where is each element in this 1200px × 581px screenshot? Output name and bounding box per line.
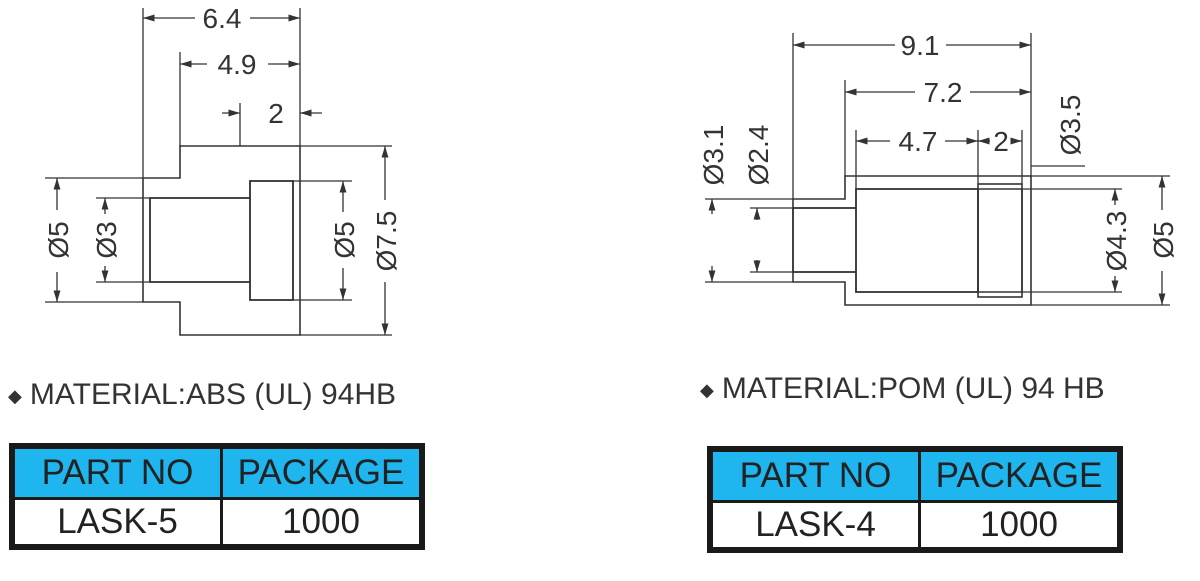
bullet-icon: ◆ [700, 379, 714, 400]
right-part-section [792, 175, 1032, 306]
right-material-note: ◆ MATERIAL:POM (UL) 94 HB [700, 372, 1105, 406]
table-row: LASK-5 1000 [10, 497, 424, 549]
left-dim-overall-length: 6.4 [203, 3, 242, 34]
left-dim-flange-length: 4.9 [218, 49, 257, 80]
right-dim-top-dia: Ø3.5 [1055, 95, 1086, 156]
right-dim-bore-length: 4.7 [899, 126, 938, 157]
right-material-text: MATERIAL:POM (UL) 94 HB [721, 372, 1105, 405]
right-dim-body-length: 7.2 [924, 77, 963, 108]
right-part-table: PART NO PACKAGE LASK-4 1000 [707, 446, 1123, 553]
left-dim-bore-dia: Ø3 [91, 221, 122, 258]
table-header-part-no: PART NO [708, 447, 921, 503]
left-part-table: PART NO PACKAGE LASK-5 1000 [9, 443, 425, 550]
technical-drawing: 6.4 4.9 2 Ø5 Ø3 Ø5 Ø7.5 [43, 3, 1179, 336]
table-header-package: PACKAGE [220, 444, 424, 500]
right-part-drawing: 9.1 7.2 4.7 2 Ø3.1 Ø2.4 Ø3.5 [698, 30, 1179, 306]
right-dim-bore-dia: Ø4.3 [1101, 211, 1132, 272]
table-cell-package: 1000 [918, 500, 1122, 552]
table-header-part-no: PART NO [10, 444, 223, 500]
left-part-drawing: 6.4 4.9 2 Ø5 Ø3 Ø5 Ø7.5 [43, 3, 402, 336]
table-cell-package: 1000 [220, 497, 424, 549]
right-dim-counterbore-depth: 2 [993, 126, 1009, 157]
table-cell-part-no: LASK-5 [10, 497, 223, 549]
left-dim-outer-small-dia: Ø5 [43, 221, 74, 258]
left-material-text: MATERIAL:ABS (UL) 94HB [29, 378, 397, 411]
left-dim-counterbore-depth: 2 [268, 98, 284, 129]
right-dim-tip-outer-dia: Ø3.1 [698, 125, 729, 186]
left-material-note: ◆ MATERIAL:ABS (UL) 94HB [8, 378, 396, 412]
left-part-section [142, 145, 301, 336]
right-dim-overall-length: 9.1 [901, 30, 940, 61]
table-cell-part-no: LASK-4 [708, 500, 921, 552]
table-row: LASK-4 1000 [708, 500, 1122, 552]
table-header-package: PACKAGE [918, 447, 1122, 503]
left-dim-counterbore-dia: Ø5 [329, 221, 360, 258]
right-dim-tip-inner-dia: Ø2.4 [743, 125, 774, 186]
table-header-row: PART NO PACKAGE [10, 444, 424, 500]
bullet-icon: ◆ [8, 385, 22, 406]
table-header-row: PART NO PACKAGE [708, 447, 1122, 503]
left-dim-flange-dia: Ø7.5 [371, 211, 402, 272]
right-dim-outer-dia: Ø5 [1148, 221, 1179, 258]
